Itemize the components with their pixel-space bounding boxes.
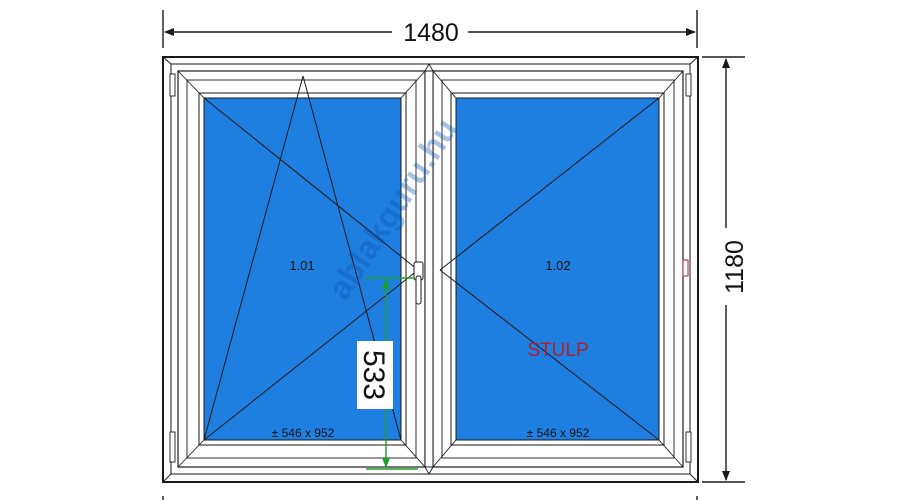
sash-number: 1.02 <box>545 258 570 273</box>
keeper-icon <box>682 259 689 277</box>
stulp-label: STULP <box>527 340 588 361</box>
glass-size: ± 546 x 952 <box>272 426 335 440</box>
hinge-top-left <box>169 73 176 97</box>
hinge-top-right <box>685 73 692 97</box>
height-label: 1180 <box>721 240 749 294</box>
handle-icon <box>413 261 424 305</box>
glass-size: ± 546 x 952 <box>527 426 590 440</box>
stulp-mullion <box>424 63 434 475</box>
handle-height-label: 533 <box>357 350 390 400</box>
sash-number: 1.01 <box>289 258 314 273</box>
tilt-line <box>203 75 304 441</box>
sash-right: 1.02 ± 546 x 952 STULP <box>432 70 692 468</box>
opening-line <box>439 269 660 441</box>
height-dimension: 1180 <box>702 56 749 483</box>
width-label: 1480 <box>403 19 459 47</box>
glass-pane-right <box>455 97 660 441</box>
opening-line <box>439 97 660 271</box>
opening-line <box>203 97 419 271</box>
handle-height-dimension: 533 <box>357 277 418 470</box>
hinge-bottom-right <box>685 431 692 463</box>
width-dimension: 1480 <box>162 10 698 48</box>
hinge-bottom-left <box>169 431 176 463</box>
